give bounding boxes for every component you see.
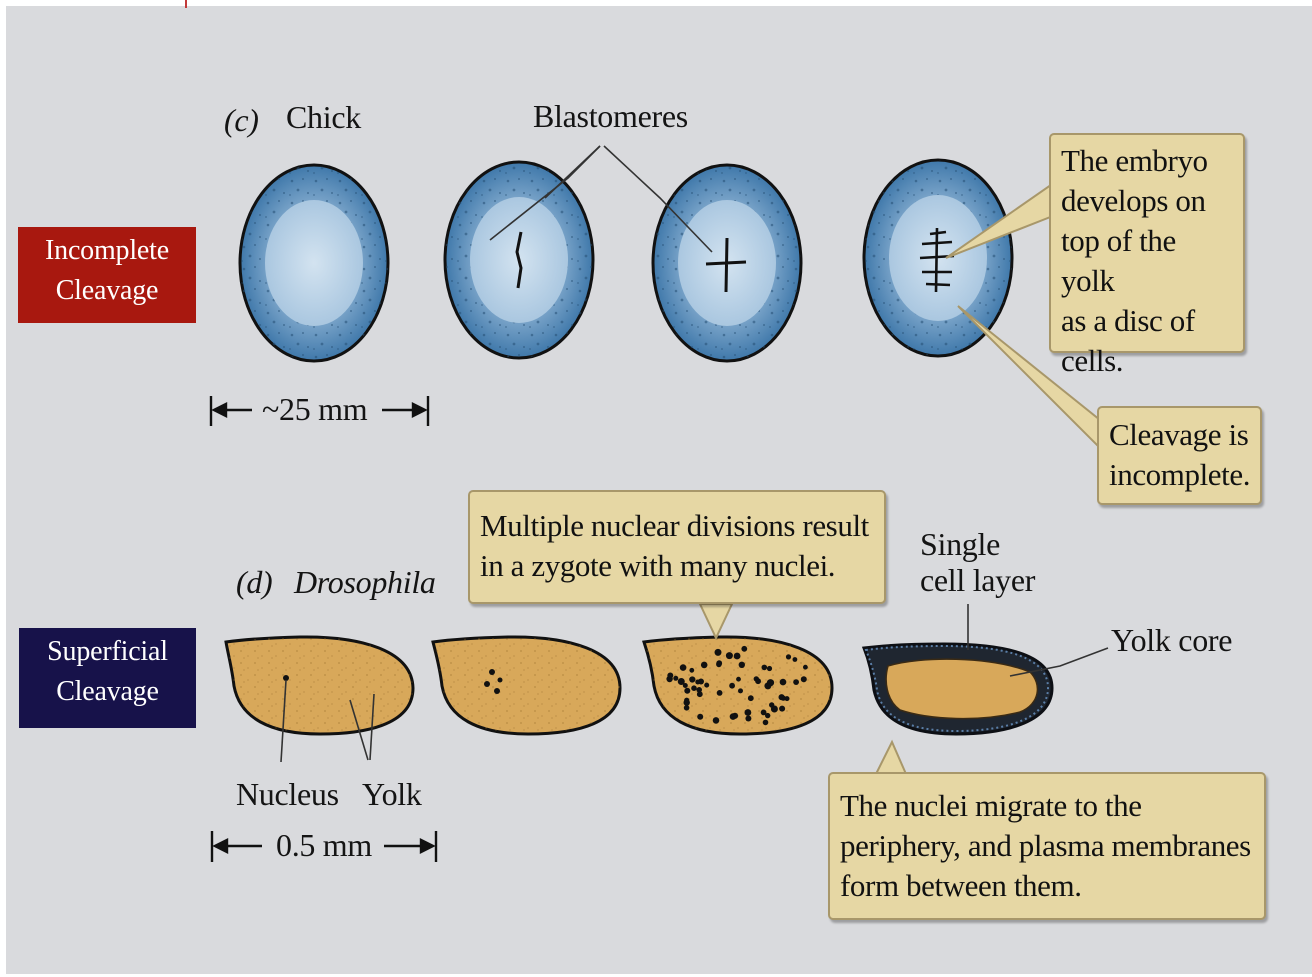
nucleus-dot (763, 720, 769, 726)
embryo-callout-line: The embryo (1061, 141, 1233, 181)
yolk-label: Yolk (362, 778, 422, 812)
embryo-callout-line: develops on (1061, 181, 1233, 221)
nucleus-dot (738, 688, 743, 693)
nucleus-dot (673, 676, 678, 681)
badge-line-1: Superficial (19, 632, 196, 672)
nucleus-dot (779, 694, 785, 700)
nucleus-dot (684, 688, 690, 694)
nuclei-callout-line: in a zygote with many nuclei. (480, 546, 874, 586)
badge-line-2: Cleavage (19, 672, 196, 712)
cleavage-callout-line: incomplete. (1109, 455, 1250, 495)
nucleus-dot (667, 673, 673, 679)
nucleus-dot (739, 662, 745, 668)
nuclei-callout-line: Multiple nuclear divisions result (480, 506, 874, 546)
blastomeres-label: Blastomeres (533, 100, 688, 134)
single-cell-layer-line: cell layer (920, 562, 1035, 598)
nucleus-dot (729, 683, 735, 689)
nucleus-dot (748, 695, 754, 701)
nucleus-dot (762, 665, 768, 671)
nucleus-dot (761, 710, 767, 716)
nucleus-dot (736, 677, 741, 682)
yolk-core-label: Yolk core (1111, 624, 1232, 658)
badge-line-1: Incomplete (18, 231, 196, 271)
nucleus-dot (734, 653, 741, 660)
nucleus-dot (786, 654, 791, 659)
nucleus-dot (704, 683, 709, 688)
nucleus-dot (767, 666, 772, 671)
nucleus-dot (689, 668, 694, 673)
nucleus-dot (745, 709, 752, 716)
cleavage-callout-line: Cleavage is (1109, 415, 1250, 455)
nuclei-callout-pointer (700, 604, 732, 638)
drosophila-egg-2 (433, 637, 620, 734)
nucleus-dot (767, 679, 774, 686)
superficial-cleavage-badge: Superficial Cleavage (19, 628, 196, 728)
nucleus-dot (683, 683, 688, 688)
nucleus-dot (755, 678, 761, 684)
nucleus-dot (695, 680, 700, 685)
nucleus-dot (684, 705, 690, 711)
nucleus-dot (701, 662, 708, 669)
nucleus-dot (680, 664, 687, 671)
chick-egg-3 (653, 165, 801, 361)
chick-egg-4 (864, 160, 1012, 356)
nucleus-dot (771, 706, 778, 713)
migrate-callout-line: The nuclei migrate to the (840, 786, 1254, 826)
nucleus-dot (779, 706, 785, 712)
nucleus-dot (741, 646, 747, 652)
embryo-callout-line: as a disc of (1061, 301, 1233, 341)
nucleus-dot (780, 679, 787, 686)
nucleus-dot (803, 665, 808, 670)
migrate-callout-line: periphery, and plasma membranes (840, 826, 1254, 866)
drosophila-label: Drosophila (294, 566, 436, 600)
embryo-callout: The embryo develops on top of the yolk a… (1049, 133, 1245, 353)
nucleus-dot (689, 676, 695, 682)
chick-egg-1 (240, 165, 388, 361)
nucleus-dot (793, 657, 798, 662)
nucleus-dot (717, 690, 723, 696)
badge-line-2: Cleavage (18, 271, 196, 311)
nucleus-dot (716, 662, 722, 668)
cleavage-callout: Cleavage is incomplete. (1097, 406, 1262, 505)
panel-c-letter: (c) (224, 104, 259, 138)
chick-label: Chick (286, 101, 361, 135)
chick-scale-label: ~25 mm (262, 393, 367, 427)
incomplete-cleavage-badge: Incomplete Cleavage (18, 227, 196, 323)
migrate-callout-pointer (876, 742, 906, 774)
nucleus-dot (745, 716, 751, 722)
migrate-callout-line: form between them. (840, 866, 1254, 906)
nucleus-label: Nucleus (236, 778, 339, 812)
embryo-callout-line: top of the yolk (1061, 221, 1233, 301)
drosophila-egg-3 (644, 637, 832, 734)
nucleus-dot (793, 679, 799, 685)
drosophila-scale-label: 0.5 mm (276, 829, 372, 863)
nucleus-dot (684, 698, 689, 703)
nucleus-dot (697, 714, 703, 720)
nucleus-dot (691, 685, 697, 691)
chick-egg-2 (445, 162, 593, 358)
nucleus-dot (730, 713, 737, 720)
migrate-callout: The nuclei migrate to the periphery, and… (828, 772, 1266, 920)
embryo-callout-line: cells. (1061, 341, 1233, 381)
single-cell-layer-label: Single cell layer (920, 526, 1035, 598)
panel-d-letter: (d) (236, 566, 272, 600)
nucleus-dot (713, 717, 720, 724)
single-cell-layer-line: Single (920, 526, 1035, 562)
drosophila-egg-4 (864, 644, 1052, 734)
yolk-core (886, 659, 1037, 718)
nucleus-dot (715, 649, 722, 656)
nucleus-dot (726, 652, 733, 659)
drosophila-egg-1 (226, 637, 413, 734)
nucleus-dot (801, 676, 807, 682)
nuclei-callout: Multiple nuclear divisions result in a z… (468, 490, 886, 604)
nucleus-dot (697, 691, 703, 697)
